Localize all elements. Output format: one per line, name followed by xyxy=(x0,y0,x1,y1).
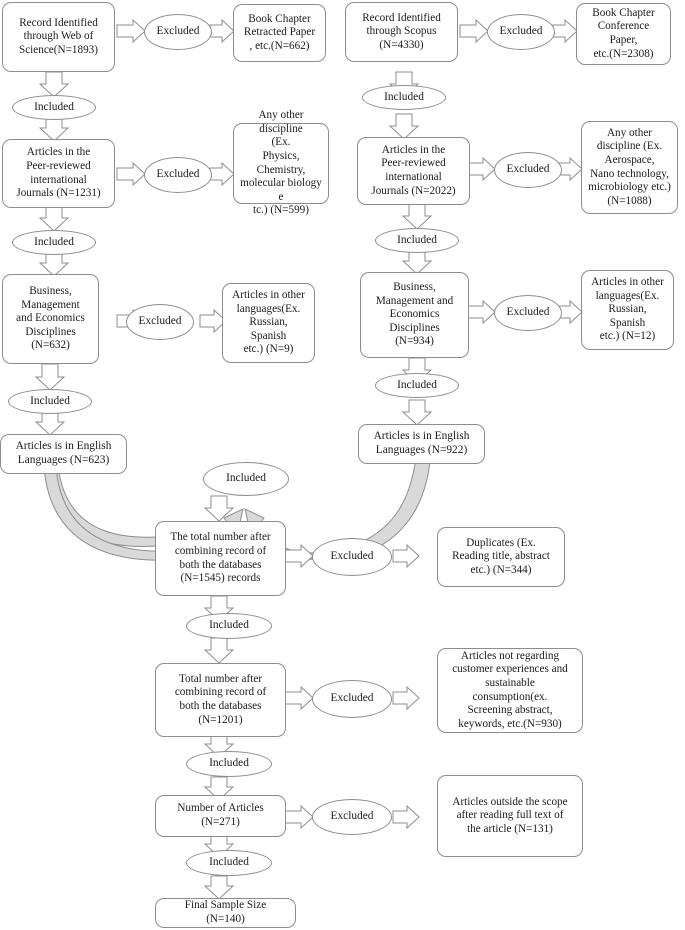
node-wos-journals: Articles in the Peer-reviewed internatio… xyxy=(2,139,115,208)
arrow-right xyxy=(459,18,489,44)
arrow-right xyxy=(466,156,496,182)
node-excluded-wos-1: Excluded xyxy=(144,14,212,50)
node-included-4: Included xyxy=(186,850,272,876)
arrow-down xyxy=(401,250,433,275)
arrow-right xyxy=(392,804,420,830)
arrow-down xyxy=(34,363,66,391)
node-excluded-duplicates: Excluded xyxy=(312,538,392,576)
node-excluded-wos-3: Excluded xyxy=(126,304,194,340)
arrow-right xyxy=(116,161,146,187)
node-scopus-excluded-1: Book Chapter Conference Paper, etc.(N=23… xyxy=(576,3,671,65)
node-included-wos-2: Included xyxy=(12,230,96,255)
node-excluded-fulltext: Excluded xyxy=(312,799,392,835)
node-scopus-records: Record Identified through Scopus (N=4330… xyxy=(345,2,458,62)
node-wos-english: Articles is in English Languages (N=623) xyxy=(0,434,127,474)
arrow-down xyxy=(203,637,235,664)
node-wos-records: Record Identified through Web of Science… xyxy=(2,2,115,72)
node-combined-1201: Total number after combining record of b… xyxy=(155,663,286,737)
arrow-down xyxy=(388,113,420,140)
node-wos-excluded-2: Any other discipline (Ex. Physics, Chemi… xyxy=(233,109,329,216)
arrow-right xyxy=(552,18,578,44)
node-excluded-wos-2: Excluded xyxy=(144,157,212,193)
arrow-down xyxy=(203,495,235,522)
arrow-down xyxy=(38,205,70,232)
node-excluded-scopus-2: Excluded xyxy=(494,152,562,188)
arrow-down xyxy=(34,411,66,436)
node-scopus-excluded-2: Any other discipline (Ex. Aerospace, Nan… xyxy=(581,121,678,214)
arrow-down xyxy=(203,875,235,900)
node-scopus-english: Articles is in English Languages (N=922) xyxy=(358,424,485,464)
arrow-right xyxy=(284,804,314,830)
node-final-sample: Final Sample Size (N=140) xyxy=(155,898,296,928)
node-combined-1545: The total number after combining record … xyxy=(155,521,286,596)
arrow-right xyxy=(116,18,146,44)
node-included-scopus-3: Included xyxy=(375,373,459,398)
node-scopus-journals: Articles in the Peer-reviewed internatio… xyxy=(357,137,470,205)
node-excluded-scope: Excluded xyxy=(312,680,392,718)
arrow-down xyxy=(38,117,70,142)
node-scopus-excluded-3: Articles in other languages(Ex. Russian,… xyxy=(581,270,674,350)
node-excluded-scopus-3: Excluded xyxy=(494,295,562,331)
node-scopus-business: Business, Management and Economics Disci… xyxy=(360,272,469,358)
node-included-2: Included xyxy=(186,613,272,639)
node-wos-excluded-3: Articles in other languages(Ex. Russian,… xyxy=(222,283,315,363)
arrow-right xyxy=(392,685,420,711)
arrow-right xyxy=(284,543,314,569)
node-wos-business: Business, Management and Economics Disci… xyxy=(2,274,99,364)
arrow-down xyxy=(401,399,433,426)
arrow-right xyxy=(209,18,235,44)
arrow-right xyxy=(466,299,496,325)
arrow-down xyxy=(203,776,235,801)
arrow-right xyxy=(209,161,235,187)
node-wos-excluded-1: Book Chapter Retracted Paper , etc.(N=66… xyxy=(233,4,326,62)
node-articles-271: Number of Articles (N=271) xyxy=(155,795,286,837)
node-excluded-not-relevant: Articles not regarding customer experien… xyxy=(437,648,583,733)
node-included-scopus-2: Included xyxy=(375,228,459,253)
arrow-down xyxy=(38,71,70,98)
arrow-down xyxy=(38,252,70,277)
node-included-wos-1: Included xyxy=(12,95,96,120)
node-excluded-scopus-1: Excluded xyxy=(487,14,555,50)
arrow-down xyxy=(401,203,433,230)
node-included-3: Included xyxy=(186,751,272,777)
node-included-merge: Included xyxy=(203,462,289,496)
node-excluded-out-of-scope: Articles outside the scope after reading… xyxy=(437,775,583,857)
arrow-right xyxy=(284,685,314,711)
node-included-wos-3: Included xyxy=(8,389,92,414)
arrow-right xyxy=(199,308,227,334)
arrow-right xyxy=(392,543,420,569)
node-included-scopus-1: Included xyxy=(362,85,446,110)
node-duplicates: Duplicates (Ex. Reading title, abstract … xyxy=(437,527,565,587)
